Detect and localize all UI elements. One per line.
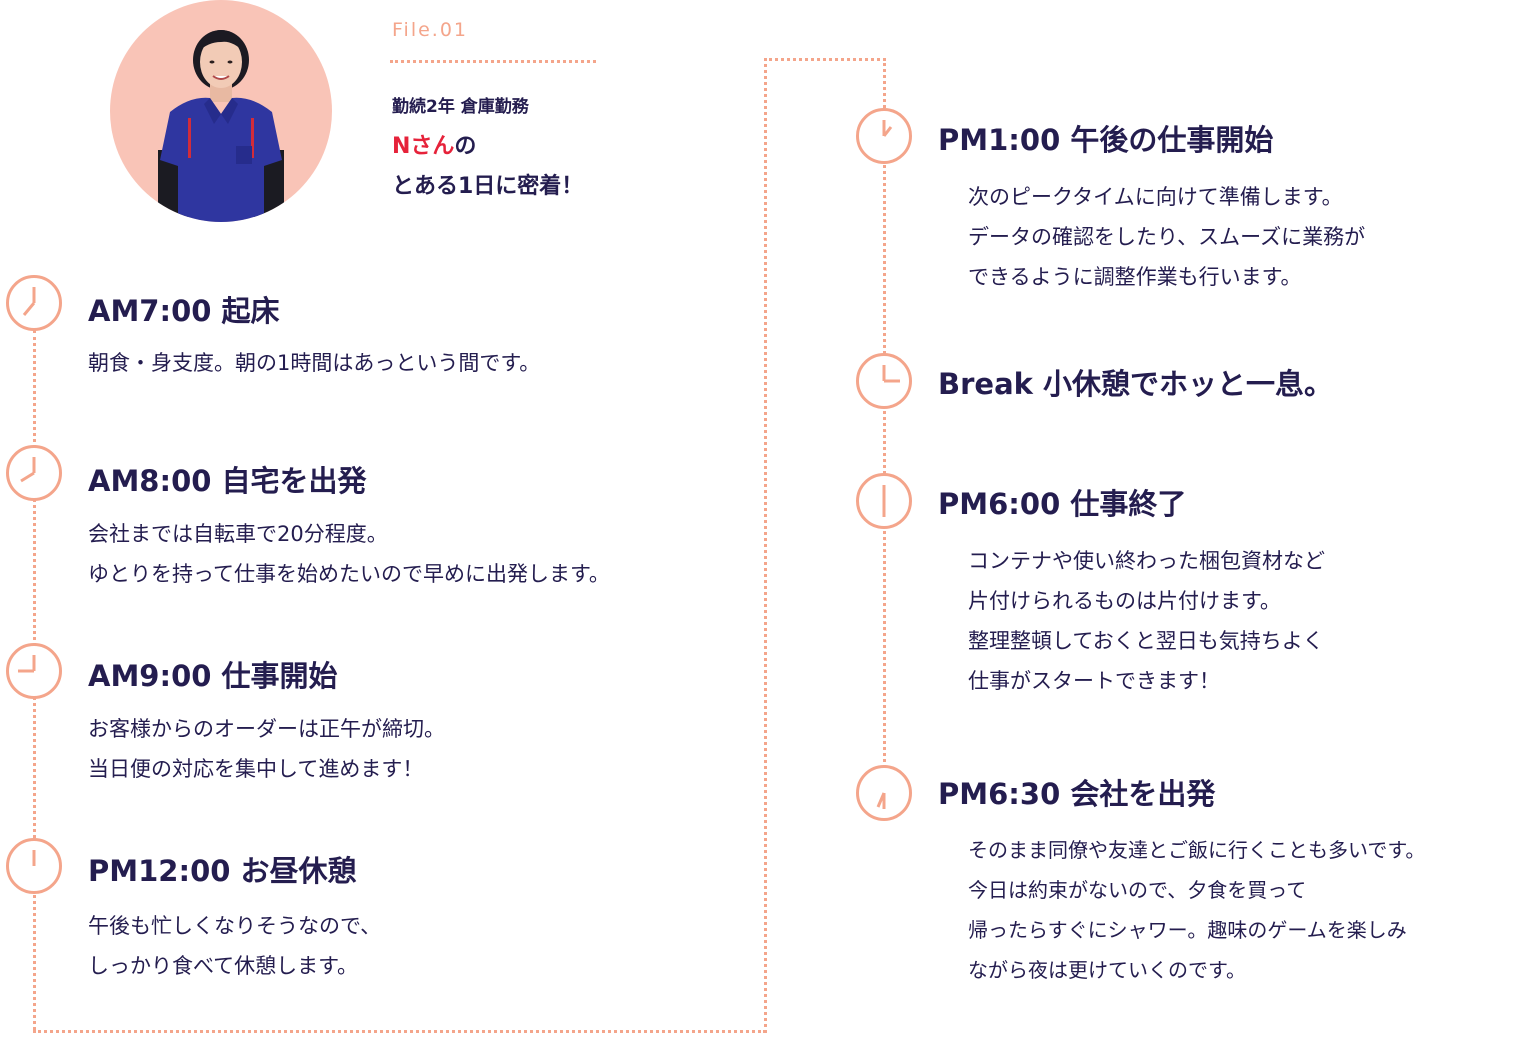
description-line: ながら夜は更けていくのです。 xyxy=(968,958,1246,982)
clock-icon xyxy=(856,108,912,164)
description-line: 次のピークタイムに向けて準備します。 xyxy=(968,185,1343,209)
intro-text: Nさんの とある1日に密着！ xyxy=(392,127,672,207)
clock-icon xyxy=(6,838,62,894)
description-line: そのまま同僚や友達とご飯に行くことも多いです。 xyxy=(968,838,1426,862)
description-line: 帰ったらすぐにシャワー。趣味のゲームを楽しみ xyxy=(968,918,1407,942)
avatar xyxy=(110,0,332,222)
entry-title: PM12:00 お昼休憩 xyxy=(88,854,357,888)
clock-icon xyxy=(856,765,912,821)
entry-description: 朝食・身支度。朝の1時間はあっという間です。 xyxy=(88,343,540,383)
entry-title: AM8:00 自宅を出発 xyxy=(88,464,367,498)
description-line: 今日は約束がないので、夕食を買って xyxy=(968,878,1307,902)
clock-icon xyxy=(856,473,912,529)
description-line: できるように調整作業も行います。 xyxy=(968,265,1302,289)
file-label: File.01 xyxy=(392,19,469,41)
description-line: 当日便の対応を集中して進めます！ xyxy=(88,757,424,781)
file-divider xyxy=(390,60,596,63)
entry-title: PM6:00 仕事終了 xyxy=(938,487,1187,521)
description-line: コンテナや使い終わった梱包資材など xyxy=(968,549,1325,573)
description-line: 会社までは自転車で20分程度。 xyxy=(88,522,388,546)
timeline-line-top xyxy=(764,58,886,61)
employee-meta: 勤続2年 倉庫勤務 xyxy=(392,97,529,117)
entry-description: コンテナや使い終わった梱包資材など 片付けられるものは片付けます。 整理整頓して… xyxy=(968,541,1325,701)
description-line: データの確認をしたり、スムーズに業務が xyxy=(968,225,1366,249)
entry-title: Break 小休憩でホッと一息。 xyxy=(938,367,1334,401)
entry-title: AM7:00 起床 xyxy=(88,294,280,328)
clock-icon xyxy=(856,353,912,409)
timeline-line-bottom xyxy=(33,1030,766,1033)
entry-title: AM9:00 仕事開始 xyxy=(88,659,338,693)
clock-icon xyxy=(6,275,62,331)
timeline-line-middle xyxy=(764,58,767,1033)
description-line: ゆとりを持って仕事を始めたいので早めに出発します。 xyxy=(88,562,610,586)
description-line: 整理整頓しておくと翌日も気持ちよく xyxy=(968,629,1324,653)
clock-icon xyxy=(6,445,62,501)
headline: とある1日に密着！ xyxy=(392,174,584,199)
employee-name: Nさん xyxy=(392,134,455,159)
description-line: 片付けられるものは片付けます。 xyxy=(968,589,1281,613)
timeline-line-right xyxy=(883,58,886,798)
entry-description: 会社までは自転車で20分程度。 ゆとりを持って仕事を始めたいので早めに出発します… xyxy=(88,514,610,594)
entry-description: 次のピークタイムに向けて準備します。 データの確認をしたり、スムーズに業務が で… xyxy=(968,177,1365,297)
description-line: 午後も忙しくなりそうなので、 xyxy=(88,914,382,938)
clock-icon xyxy=(6,643,62,699)
entry-description: そのまま同僚や友達とご飯に行くことも多いです。 今日は約束がないので、夕食を買っ… xyxy=(968,830,1425,990)
description-line: しっかり食べて休憩します。 xyxy=(88,954,359,978)
entry-title: PM6:30 会社を出発 xyxy=(938,777,1216,811)
description-line: 朝食・身支度。朝の1時間はあっという間です。 xyxy=(88,351,541,375)
description-line: 仕事がスタートできます！ xyxy=(968,669,1220,693)
entry-description: お客様からのオーダーは正午が締切。 当日便の対応を集中して進めます！ xyxy=(88,709,445,789)
entry-title: PM1:00 午後の仕事開始 xyxy=(938,123,1274,157)
name-suffix: の xyxy=(454,134,477,159)
entry-description: 午後も忙しくなりそうなので、 しっかり食べて休憩します。 xyxy=(88,906,381,986)
description-line: お客様からのオーダーは正午が締切。 xyxy=(88,717,445,741)
